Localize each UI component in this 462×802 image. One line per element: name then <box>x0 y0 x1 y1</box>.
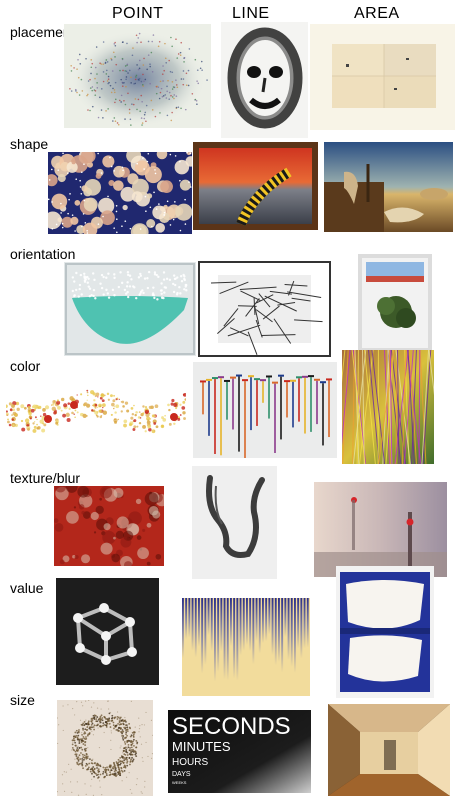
artwork-orientation-area <box>358 254 432 352</box>
row-label-shape: shape <box>10 136 49 152</box>
artwork-color-line <box>193 362 337 458</box>
size-text-seconds: SECONDS <box>172 713 291 740</box>
artwork-placement-line <box>221 22 308 138</box>
artwork-shape-area <box>324 142 453 232</box>
artwork-value-area <box>336 566 434 698</box>
row-label-value: value <box>10 580 44 596</box>
row-label-size: size <box>10 692 35 708</box>
artwork-color-area <box>342 350 434 464</box>
size-text-hours: HOURS <box>172 757 208 768</box>
column-header-area: AREA <box>354 5 400 22</box>
artwork-placement-area <box>310 24 455 130</box>
artwork-value-line <box>182 598 310 696</box>
artwork-color-point <box>6 383 186 439</box>
size-text-minutes: MINUTES <box>172 739 231 754</box>
column-header-point: POINT <box>112 5 164 22</box>
row-label-placement: placement <box>10 24 75 40</box>
artwork-orientation-point <box>64 262 196 356</box>
artwork-size-line: SECONDS MINUTES HOURS DAYS WEEKS <box>168 710 311 793</box>
size-text-weeks: WEEKS <box>172 780 187 785</box>
column-header-line: LINE <box>232 5 270 22</box>
row-label-color: color <box>10 358 41 374</box>
artwork-orientation-line <box>198 261 331 357</box>
artwork-size-area <box>328 704 450 796</box>
artwork-shape-point <box>48 152 192 234</box>
artwork-size-point <box>57 700 153 796</box>
artwork-shape-line <box>193 142 318 230</box>
row-label-texture-blur: texture/blur <box>10 470 81 486</box>
artwork-texture-line <box>192 466 277 579</box>
artwork-value-point <box>56 578 159 685</box>
artwork-texture-point <box>54 486 164 566</box>
size-text-days: DAYS <box>172 771 191 778</box>
row-label-orientation: orientation <box>10 246 76 262</box>
artwork-placement-point <box>64 24 211 128</box>
artwork-texture-area <box>314 482 447 577</box>
